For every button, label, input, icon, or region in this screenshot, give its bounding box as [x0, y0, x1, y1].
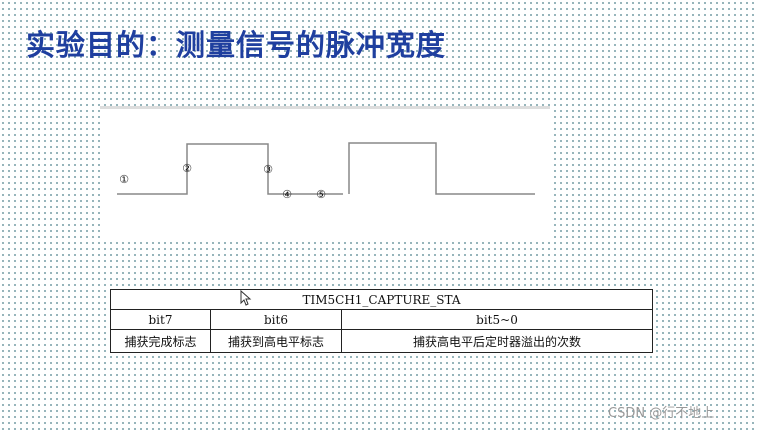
desc-bit6: 捕获到高电平标志: [210, 329, 342, 353]
slide-title: 实验目的：测量信号的脉冲宽度: [26, 28, 447, 62]
marker-5: ⑤: [316, 188, 326, 201]
waveform-line-2: [348, 142, 535, 195]
watermark: CSDN @行不地上: [608, 406, 715, 421]
column-bit6: bit6: [210, 309, 342, 330]
marker-2: ②: [182, 162, 192, 175]
register-table: TIM5CH1_CAPTURE_STA bit7 bit6 bit5~0 捕获完…: [110, 289, 653, 353]
pulse-waveform-diagram: ① ② ③ ④ ⑤: [100, 106, 550, 239]
mouse-pointer-icon: [240, 290, 252, 306]
column-bit7: bit7: [110, 309, 211, 330]
desc-bit7: 捕获完成标志: [110, 329, 211, 353]
register-name: TIM5CH1_CAPTURE_STA: [110, 289, 653, 310]
marker-4: ④: [282, 188, 292, 201]
waveform-line: [117, 143, 343, 195]
desc-bit5-0: 捕获高电平后定时器溢出的次数: [341, 329, 653, 353]
column-bit5-0: bit5~0: [341, 309, 653, 330]
marker-3: ③: [263, 163, 273, 176]
marker-1: ①: [119, 173, 129, 186]
